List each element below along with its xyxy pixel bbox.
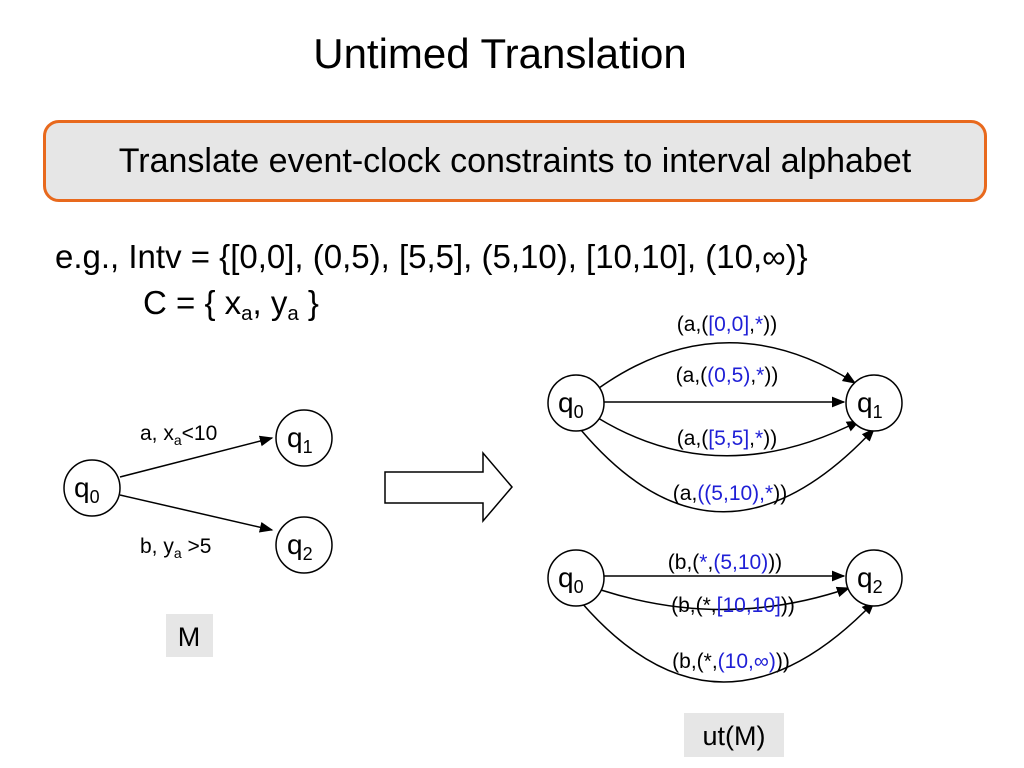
state-rb-q2 bbox=[845, 549, 903, 607]
edge-rb-2 bbox=[600, 586, 851, 611]
right-bottom-automaton: q0 q2 (b,(*,(5,10))) (b,(*,[10,10])) (b,… bbox=[547, 549, 903, 757]
edge-rt-4 bbox=[580, 428, 875, 513]
caption-utm: ut(M) bbox=[703, 721, 766, 751]
intv-definition: e.g., Intv = {[0,0], (0,5), [5,5], (5,10… bbox=[55, 238, 808, 275]
edge-rb-3 bbox=[580, 601, 875, 683]
caption-m-box bbox=[166, 614, 213, 657]
state-rb-q0-label: q0 bbox=[558, 562, 584, 597]
edge-top-label: a, xa<10 bbox=[140, 422, 217, 448]
clock-set-definition: C = { xa, ya } bbox=[143, 284, 319, 326]
right-top-automaton: q0 q1 (a,([0,0],*)) (a,((0,5),*)) (a,([5… bbox=[547, 313, 903, 513]
state-q2-label: q2 bbox=[287, 529, 313, 564]
state-rb-q0 bbox=[547, 549, 605, 607]
state-rt-q0 bbox=[547, 374, 605, 432]
clock-set-sub-1: a bbox=[241, 302, 253, 326]
edge-rt-3 bbox=[597, 417, 861, 457]
edge-label-rb-3: (b,(*,(10,∞))) bbox=[672, 650, 790, 673]
caption-utm-box bbox=[684, 713, 784, 757]
state-q1-label: q1 bbox=[287, 422, 313, 457]
clock-set-sub-2: a bbox=[287, 302, 299, 326]
edge-q0-q1 bbox=[119, 435, 274, 478]
transform-arrow-icon bbox=[384, 450, 513, 524]
left-automaton: q0 q1 q2 a, xa<10 b, ya >5 M bbox=[63, 409, 333, 657]
state-rb-q2-label: q2 bbox=[857, 562, 883, 597]
slide-title: Untimed Translation bbox=[313, 30, 687, 77]
state-q0 bbox=[63, 459, 121, 517]
state-q1 bbox=[275, 409, 333, 467]
edge-label-rt-2: (a,((0,5),*)) bbox=[676, 364, 779, 387]
callout-box: Translate event-clock constraints to int… bbox=[43, 120, 987, 202]
edge-label-rt-4: (a,((5,10),*)) bbox=[673, 482, 787, 505]
state-q0-label: q0 bbox=[74, 472, 100, 507]
state-q2 bbox=[275, 516, 333, 574]
edge-bottom-label: b, ya >5 bbox=[140, 535, 211, 561]
clock-set-prefix: C = { x bbox=[143, 284, 242, 321]
edge-label-rt-1: (a,([0,0],*)) bbox=[677, 313, 777, 336]
edge-label-rb-2: (b,(*,[10,10])) bbox=[671, 594, 795, 617]
clock-set-mid: , y bbox=[252, 284, 288, 321]
callout-text: Translate event-clock constraints to int… bbox=[118, 141, 912, 180]
state-rt-q0-label: q0 bbox=[558, 387, 584, 422]
caption-m: M bbox=[178, 622, 201, 652]
edge-rt-1 bbox=[598, 342, 857, 389]
clock-set-suffix: } bbox=[298, 284, 319, 321]
state-rt-q1-label: q1 bbox=[857, 387, 883, 422]
edge-label-rt-3: (a,([5,5],*)) bbox=[677, 427, 777, 450]
edge-label-rb-1: (b,(*,(5,10))) bbox=[668, 551, 782, 574]
state-rt-q1 bbox=[845, 374, 903, 432]
edge-q0-q2 bbox=[119, 494, 274, 533]
